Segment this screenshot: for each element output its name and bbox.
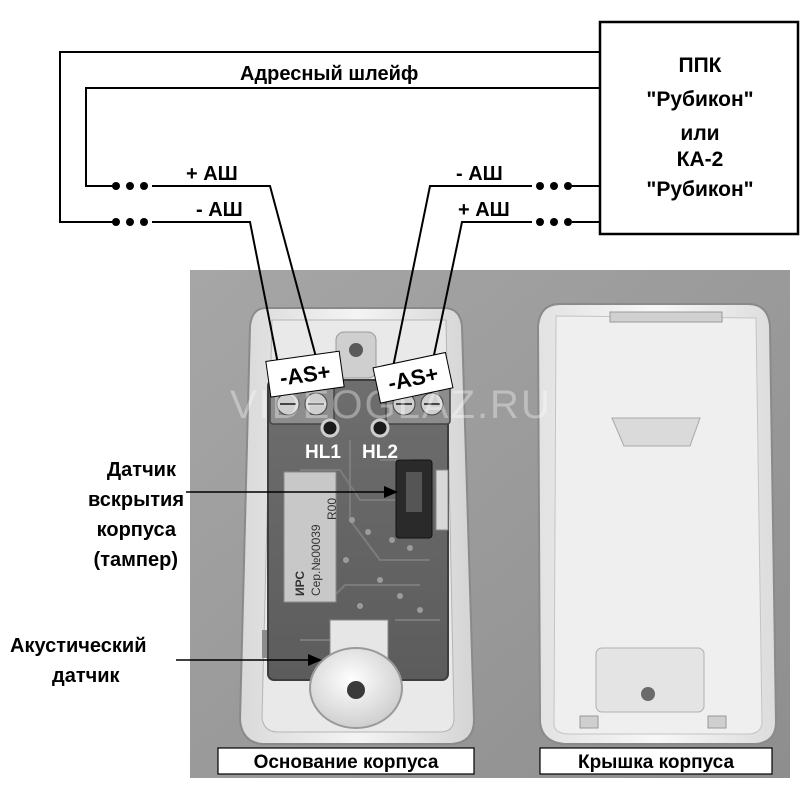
annotation-line: корпуса bbox=[97, 519, 177, 541]
annotation-line: Датчик bbox=[107, 459, 177, 481]
tamper-switch bbox=[395, 459, 449, 539]
caption-base-box bbox=[217, 747, 475, 775]
housing-cover bbox=[536, 303, 778, 745]
annotation-line: вскрытия bbox=[88, 489, 184, 511]
led-label-hl2: HL2 bbox=[362, 442, 398, 463]
caption-cover-box bbox=[539, 747, 773, 775]
terminal-label-left: -AS+ bbox=[265, 350, 345, 398]
acoustic-sensor bbox=[309, 619, 403, 729]
annotation-line: (тампер) bbox=[94, 549, 178, 571]
serial-sticker bbox=[283, 471, 337, 603]
ellipsis-dots bbox=[112, 182, 572, 226]
loop-wires bbox=[59, 51, 600, 375]
panel-line: КА-2 bbox=[677, 148, 724, 171]
annotation-line: Акустический bbox=[10, 635, 146, 657]
control-panel-label: ППК "Рубикон" или КА-2 "Рубикон" bbox=[646, 54, 753, 201]
tamper-annotation: Датчик вскрытия корпуса (тампер) bbox=[88, 459, 184, 571]
acoustic-annotation: Акустический датчик bbox=[10, 635, 146, 687]
wire-label-right-plus: + АШ bbox=[458, 199, 510, 221]
sticker-serial: Сер.№00039 bbox=[309, 524, 323, 596]
control-panel-box bbox=[598, 20, 800, 236]
led-label-hl1: HL1 bbox=[305, 442, 341, 463]
panel-line: ППК bbox=[678, 54, 721, 77]
acoustic-arrowhead bbox=[308, 654, 322, 666]
led-hl2 bbox=[370, 418, 390, 438]
wire-label-left-plus: + АШ bbox=[186, 163, 238, 185]
panel-line: "Рубикон" bbox=[646, 178, 753, 201]
annotation-line: датчик bbox=[52, 665, 121, 687]
caption-cover: Крышка корпуса bbox=[578, 752, 734, 773]
wire-label-left-minus: - АШ bbox=[196, 199, 243, 221]
wire-label-right-minus: - АШ bbox=[456, 163, 503, 185]
terminal-label-right: -AS+ bbox=[372, 351, 454, 404]
panel-line: "Рубикон" bbox=[646, 88, 753, 111]
sticker-brand: ИРС bbox=[293, 571, 307, 596]
led-hl1 bbox=[320, 418, 340, 438]
sticker-rev: R00 bbox=[325, 498, 339, 520]
caption-base: Основание корпуса bbox=[254, 752, 439, 773]
panel-line: или bbox=[680, 122, 719, 145]
sticker-text: ИРС Сер.№00039 R00 bbox=[293, 498, 339, 596]
loop-title: Адресный шлейф bbox=[240, 63, 418, 85]
tamper-arrowhead bbox=[384, 486, 398, 498]
